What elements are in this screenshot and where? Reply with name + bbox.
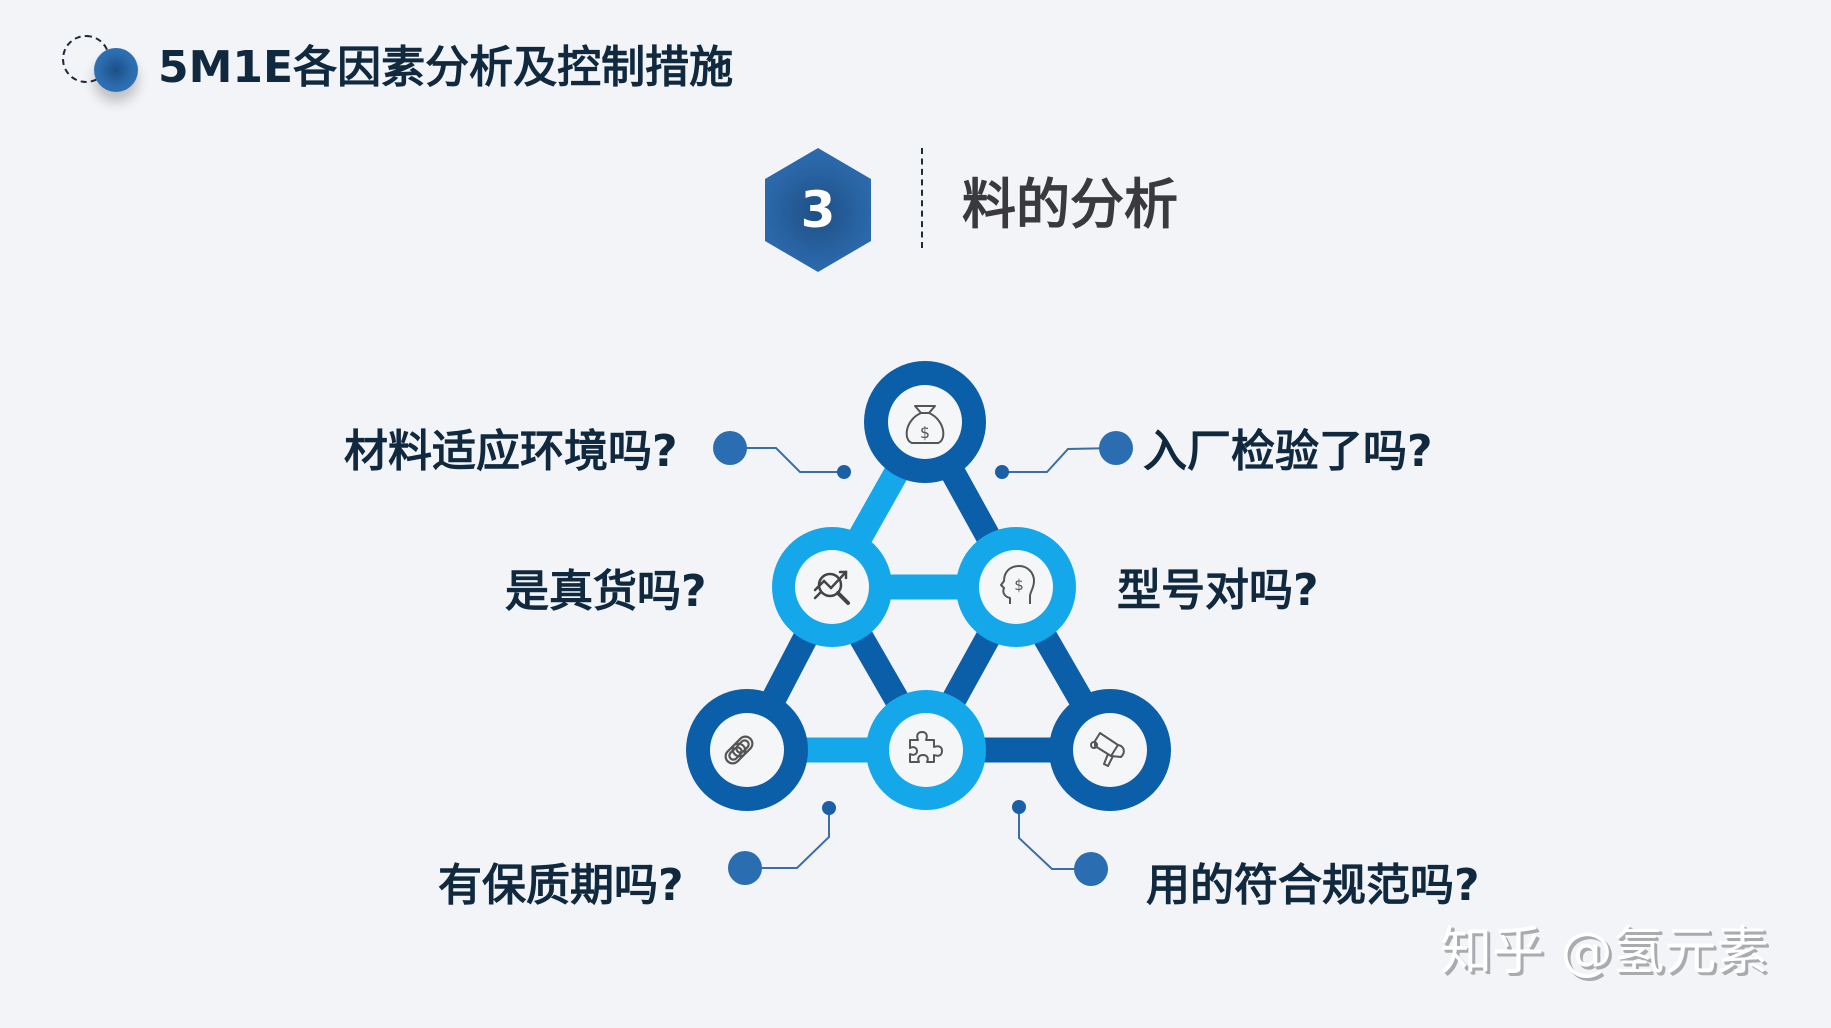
chart-analysis-icon [813,570,850,605]
node-bottom-right [1049,689,1171,811]
question-top-left: 材料适应环境吗? [344,426,678,477]
dot-small-top-left [837,465,851,479]
node-bottom-middle [866,690,986,810]
dot-small-top-right [995,465,1009,479]
node-mid-left [772,527,892,647]
section-number: 3 [800,181,836,239]
puzzle-icon [909,731,943,763]
node-bottom-left [686,689,808,811]
chain-link-icon [724,735,754,765]
dot-bottom-right [1074,852,1108,886]
megaphone-icon [1090,732,1125,767]
question-top-right: 入厂检验了吗? [1143,426,1433,477]
money-bag-icon: $ [905,405,945,444]
node-top: $ [864,361,986,483]
svg-text:$: $ [920,423,930,442]
node-mid-right: $ [956,527,1076,647]
section-divider [921,148,923,248]
section-title: 料的分析 [962,173,1178,236]
question-mid-right: 型号对吗? [1117,565,1319,616]
section-number-hexagon: 3 [765,148,871,272]
page-title: 5M1E各因素分析及控制措施 [158,42,734,93]
dot-bottom-left [728,851,762,885]
svg-text:$: $ [1014,576,1024,594]
question-mid-left: 是真货吗? [505,566,707,617]
label-dots [713,431,1133,886]
dot-top-left [713,431,747,465]
head-dollar-icon: $ [1000,565,1035,604]
label-connectors [730,447,1117,870]
question-bottom-right: 用的符合规范吗? [1146,860,1480,911]
dot-top-right [1099,431,1133,465]
question-bottom-left: 有保质期吗? [438,860,684,911]
watermark: 知乎 @氢元素 [1440,922,1769,982]
dot-small-bottom-left [822,801,836,815]
dot-small-bottom-right [1012,800,1026,814]
title-dot-icon [94,48,138,92]
